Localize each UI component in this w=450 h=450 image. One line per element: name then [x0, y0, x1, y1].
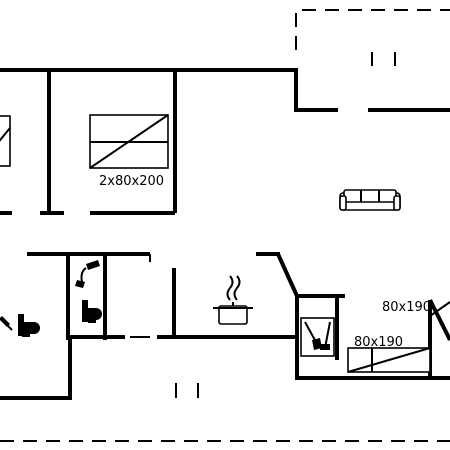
toilet-icon	[82, 300, 102, 323]
toilet-icon	[18, 314, 40, 337]
utility-room-icon	[300, 317, 335, 357]
sofa-icon	[339, 189, 401, 211]
shower-icon	[0, 316, 13, 331]
upper-bed-size-label: 80x190	[382, 300, 431, 315]
left-bed	[0, 115, 11, 167]
double-bed-icon	[89, 114, 169, 169]
bunk-bed-icon	[347, 301, 450, 373]
shower-icon	[75, 260, 100, 288]
terrace-outline	[295, 9, 450, 66]
cooking-pot-icon	[213, 275, 253, 325]
lower-bed-size-label: 80x190	[354, 335, 403, 350]
door-marks	[130, 254, 151, 338]
bed-size-label: 2x80x200	[99, 174, 164, 189]
walls	[0, 68, 450, 400]
bottom-door-marks	[175, 383, 199, 398]
